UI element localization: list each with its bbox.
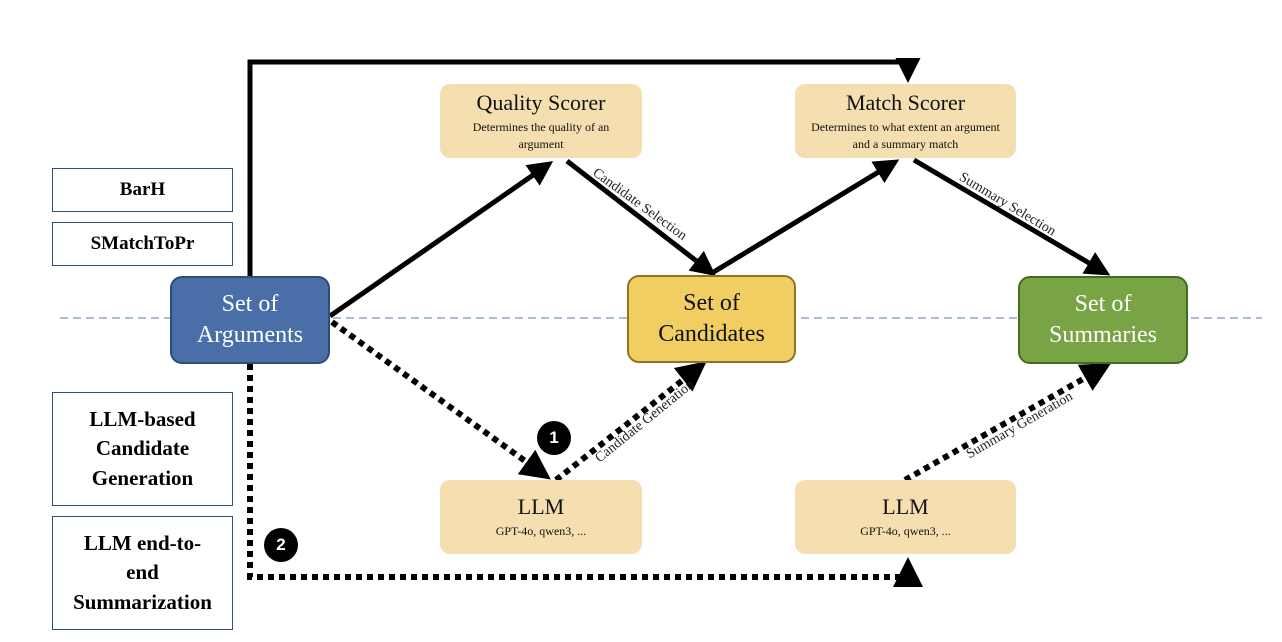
node-set-of-candidates: Set of Candidates	[627, 275, 796, 363]
node-quality-scorer: Quality Scorer Determines the quality of…	[440, 84, 642, 158]
match-scorer-description: Determines to what extent an argument an…	[811, 120, 1000, 151]
node-llm-candidate: LLM GPT-4o, qwen3, ...	[440, 480, 642, 554]
edge-arguments-to-match-scorer	[247, 58, 921, 276]
legend-llm-candidate-text: LLM-based Candidate Generation	[89, 406, 196, 490]
llm-candidate-title: LLM	[517, 494, 565, 520]
node-match-scorer: Match Scorer Determines to what extent a…	[795, 84, 1016, 158]
legend-barh: BarH	[52, 168, 233, 212]
node-llm-summary: LLM GPT-4o, qwen3, ...	[795, 480, 1016, 554]
quality-scorer-title: Quality Scorer	[476, 90, 606, 116]
edge-end-to-end	[247, 364, 923, 587]
legend-llm-e2e-text: LLM end-to-end Summarization	[73, 530, 212, 614]
edge-arguments-to-llm	[330, 319, 551, 480]
quality-scorer-description: Determines the quality of an argument	[472, 120, 610, 151]
edge-summary-generation	[903, 363, 1112, 483]
edge-summary-selection	[912, 157, 1111, 276]
set-of-summaries-label: Set of Summaries	[1049, 290, 1158, 348]
legend-smatchtopr-text: SMatchToPr	[90, 232, 195, 254]
set-of-candidates-label: Set of Candidates	[658, 289, 765, 347]
legend-barh-text: BarH	[119, 178, 166, 200]
badge-2: 2	[264, 528, 298, 562]
edge-candidate-generation	[554, 361, 707, 483]
llm-summary-title: LLM	[882, 494, 929, 520]
legend-llm-end-to-end: LLM end-to-end Summarization	[52, 516, 233, 630]
edge-candidate-selection	[565, 159, 716, 277]
edge-arguments-to-quality-scorer	[328, 161, 554, 319]
legend-smatchtopr: SMatchToPr	[52, 222, 233, 266]
legend-llm-candidate-generation: LLM-based Candidate Generation	[52, 392, 233, 506]
node-set-of-summaries: Set of Summaries	[1018, 276, 1188, 364]
edge-candidates-to-match-scorer	[710, 159, 900, 276]
match-scorer-title: Match Scorer	[845, 90, 966, 116]
llm-summary-models: GPT-4o, qwen3, ...	[860, 524, 951, 539]
set-of-arguments-label: Set of Arguments	[196, 290, 304, 348]
llm-candidate-models: GPT-4o, qwen3, ...	[495, 524, 587, 539]
node-set-of-arguments: Set of Arguments	[170, 276, 330, 364]
badge-1: 1	[537, 421, 571, 455]
